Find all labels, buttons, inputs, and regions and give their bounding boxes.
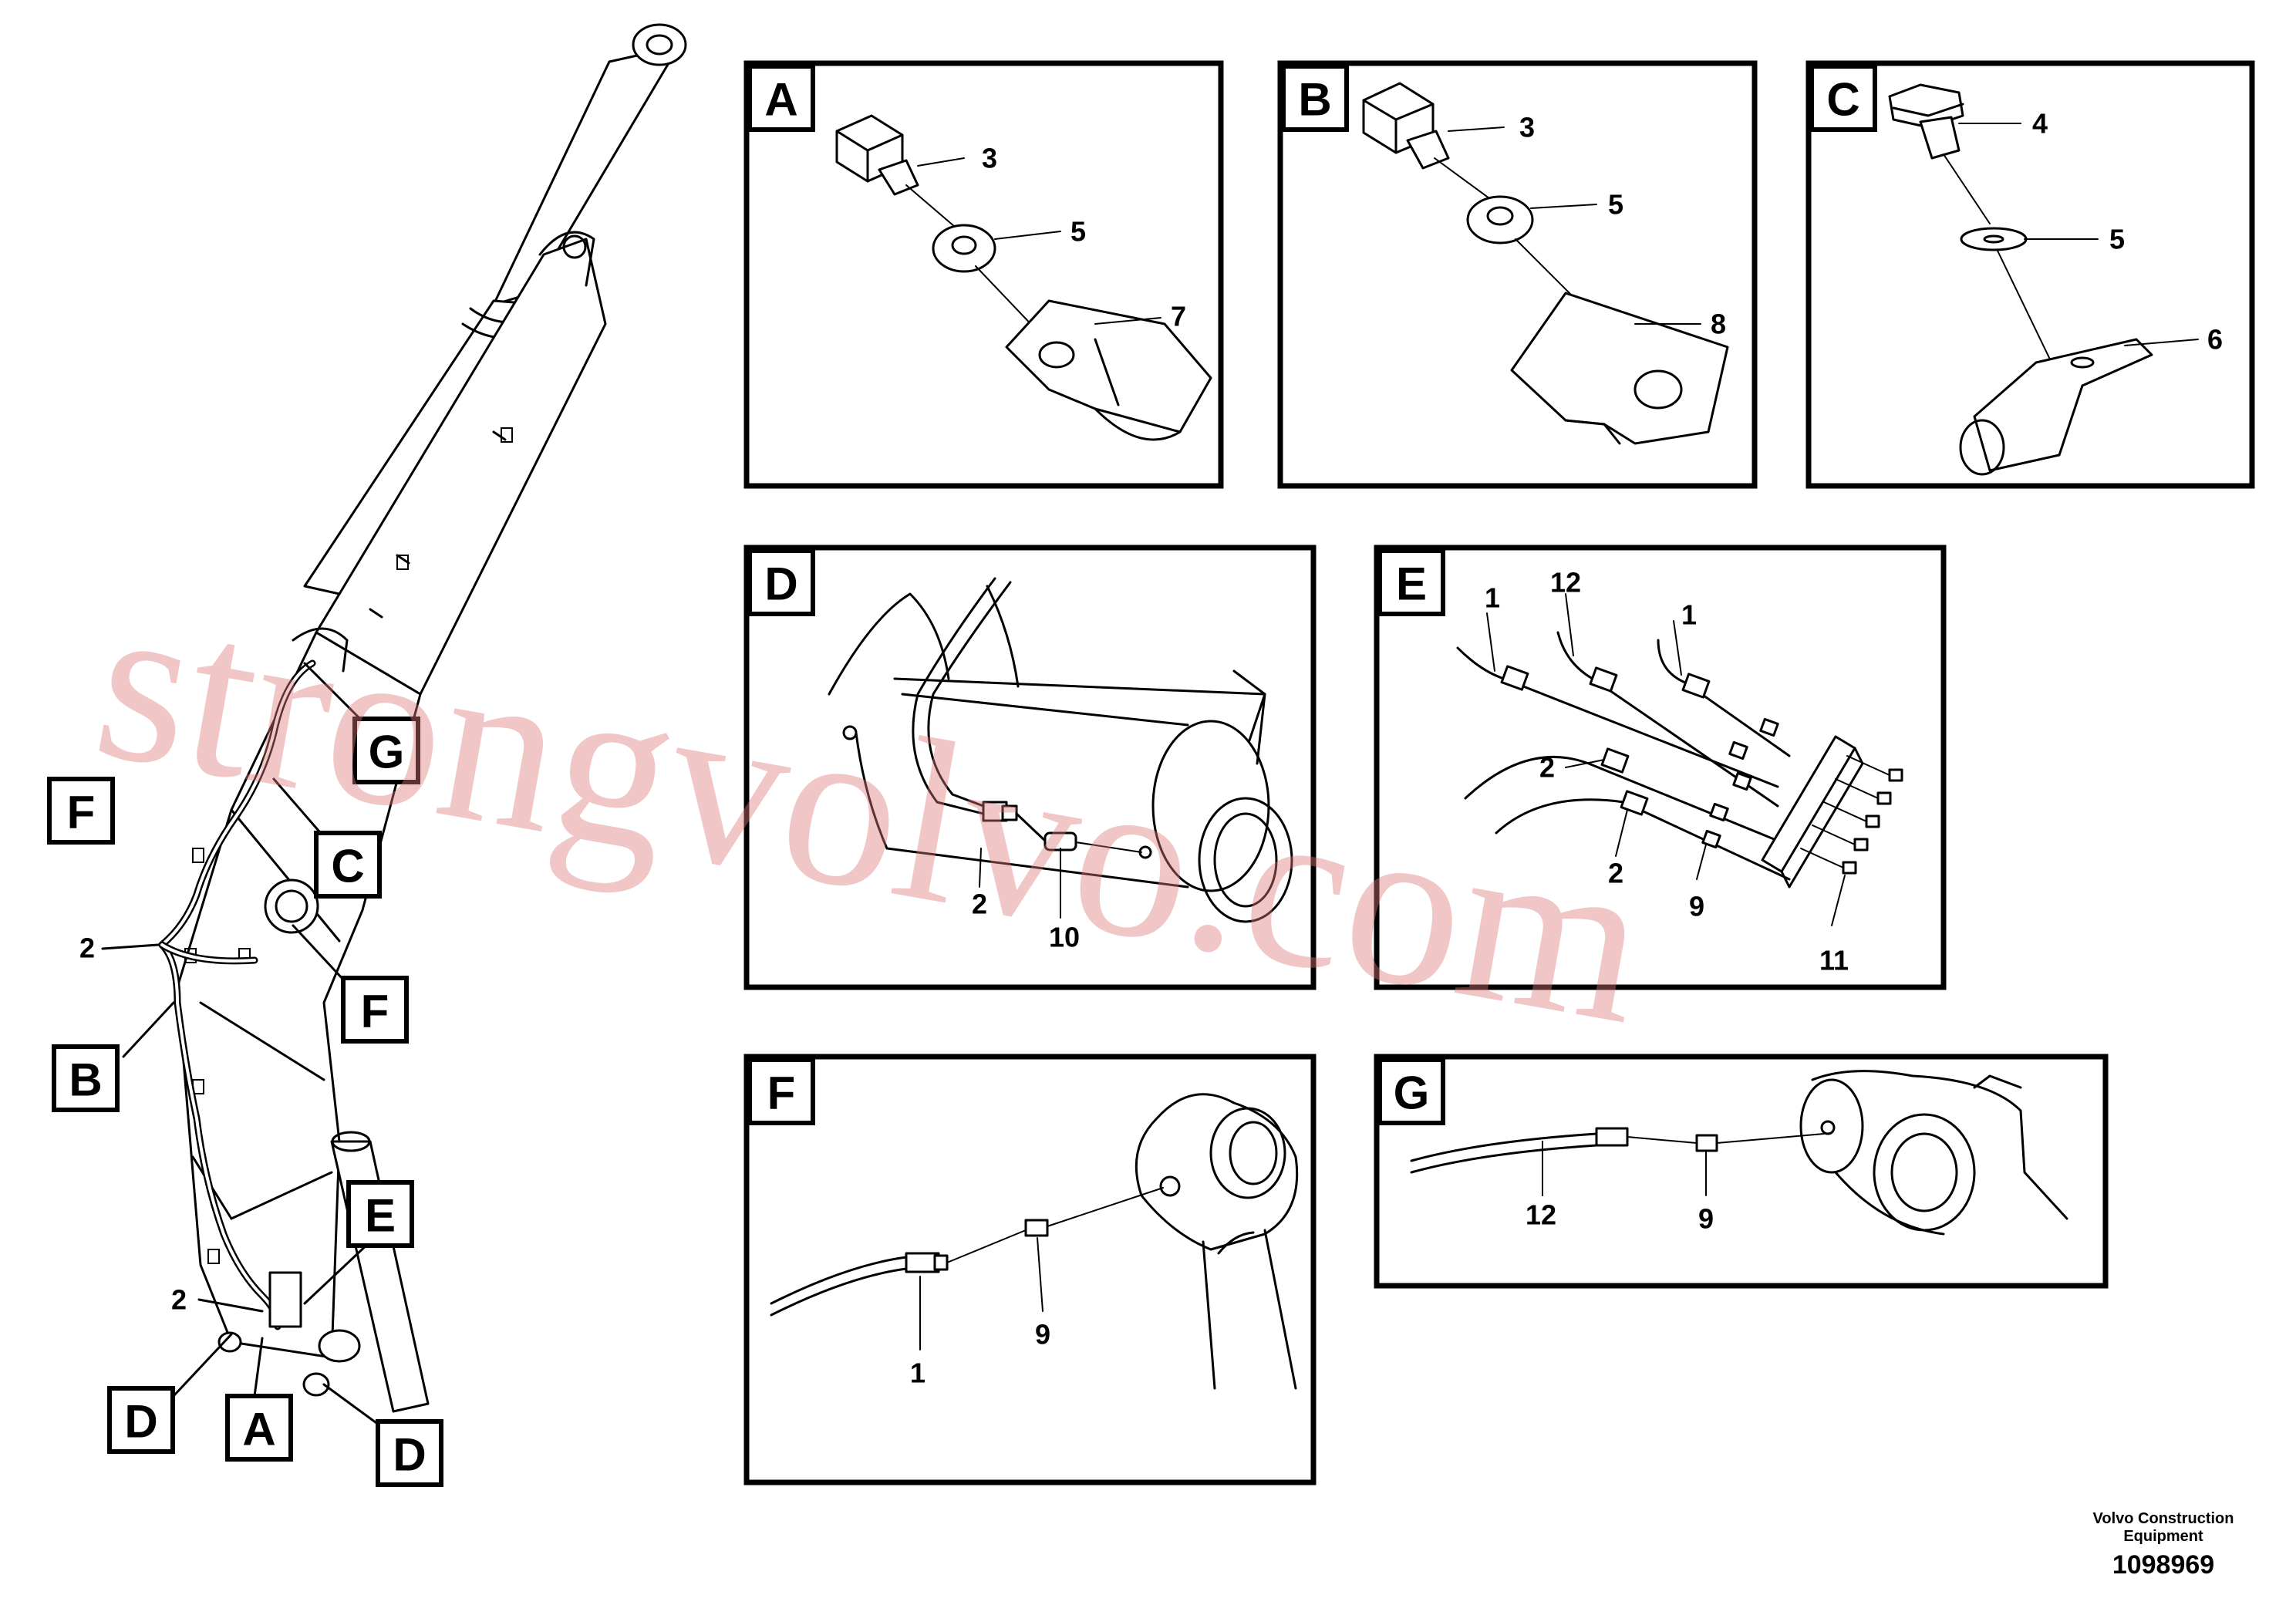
item-number: 6 [2207,324,2223,356]
tag-d-overview-right: D [376,1419,443,1487]
item-number: 9 [1689,891,1704,922]
company-name-line2: Equipment [2123,1528,2203,1545]
panel-f: F 1 9 [743,1054,1317,1485]
washer-icon [1960,227,2028,251]
item-number: 2 [79,932,95,964]
label: C [331,841,364,892]
panel-g: G 12 9 [1374,1054,2109,1289]
tag-a-overview: A [225,1394,293,1462]
washer-icon [932,224,996,273]
tag-g-overview: G [352,717,420,784]
panel-b: B 3 5 8 [1277,60,1758,489]
label: F [361,986,389,1037]
panel-label: F [767,1067,796,1119]
panel-label: D [764,558,797,610]
cylinder-head [1811,1070,2068,1220]
item-number: 3 [982,143,997,174]
label: B [69,1054,102,1106]
item-number: 4 [2032,108,2048,140]
panel-d: D 2 10 [743,545,1317,990]
label: D [124,1396,157,1448]
item-number: 7 [1171,301,1186,332]
document-number: 1098969 [2112,1550,2214,1580]
label: E [365,1190,396,1242]
label: D [393,1429,426,1481]
tag-e-overview: E [346,1180,414,1248]
panel-label: A [764,74,797,126]
connector-icon [1695,1134,1718,1152]
panel-label: B [1298,74,1331,126]
connector-icon [1024,1219,1049,1237]
item-number: 5 [1070,216,1086,248]
item-number: 8 [1711,309,1726,340]
item-number: 9 [1035,1319,1050,1351]
item-number: 2 [1539,752,1555,784]
pin-boss-f [264,878,319,934]
item-number: 1 [910,1357,925,1389]
tag-c-overview: C [314,831,382,899]
panel-c: C 4 5 6 [1805,60,2255,489]
clamp-icon [1973,338,2153,472]
item-number: 1 [1485,582,1500,614]
rod-eye [632,23,687,66]
cable [912,577,996,815]
item-number: 5 [1608,189,1623,221]
tag-f-overview-left: F [47,777,115,845]
item-number: 9 [1698,1203,1714,1235]
connector-icon [1595,1127,1629,1147]
arm-pin [318,1329,361,1363]
label: A [242,1404,275,1455]
tag-d-overview-left: D [107,1386,175,1454]
panel-label: C [1826,74,1859,126]
arm-upper [315,238,607,696]
item-number: 12 [1550,567,1581,599]
item-number: 12 [1526,1199,1556,1231]
overview-leaders [101,662,383,1428]
item-number: 10 [1049,922,1080,953]
cable [1410,1132,1598,1162]
item-number: 1 [1681,599,1697,631]
item-number: 2 [1608,858,1623,889]
junction-block [268,1271,302,1328]
item-number: 3 [1519,112,1535,143]
panel-label: G [1394,1067,1430,1119]
label: F [67,787,96,838]
tag-b-overview: B [52,1044,120,1112]
label: G [369,727,405,778]
clamp-icon [1005,299,1212,433]
panel-label: E [1396,558,1427,610]
cable [770,1256,908,1305]
item-number: 2 [171,1284,187,1316]
pin-end [1198,797,1293,923]
company-name: Volvo Construction [2093,1510,2234,1527]
item-number: 2 [972,889,987,920]
item-number: 11 [1819,945,1849,976]
tag-f-overview: F [341,976,409,1044]
item-number: 5 [2109,224,2125,255]
panel-a: A 3 5 7 [743,60,1224,489]
panel-e: E [1374,545,1947,990]
washer-icon [1466,195,1534,244]
cylinder-eye [1135,1093,1299,1251]
bolt-icon [1888,83,1964,129]
connector-icon [905,1252,940,1273]
